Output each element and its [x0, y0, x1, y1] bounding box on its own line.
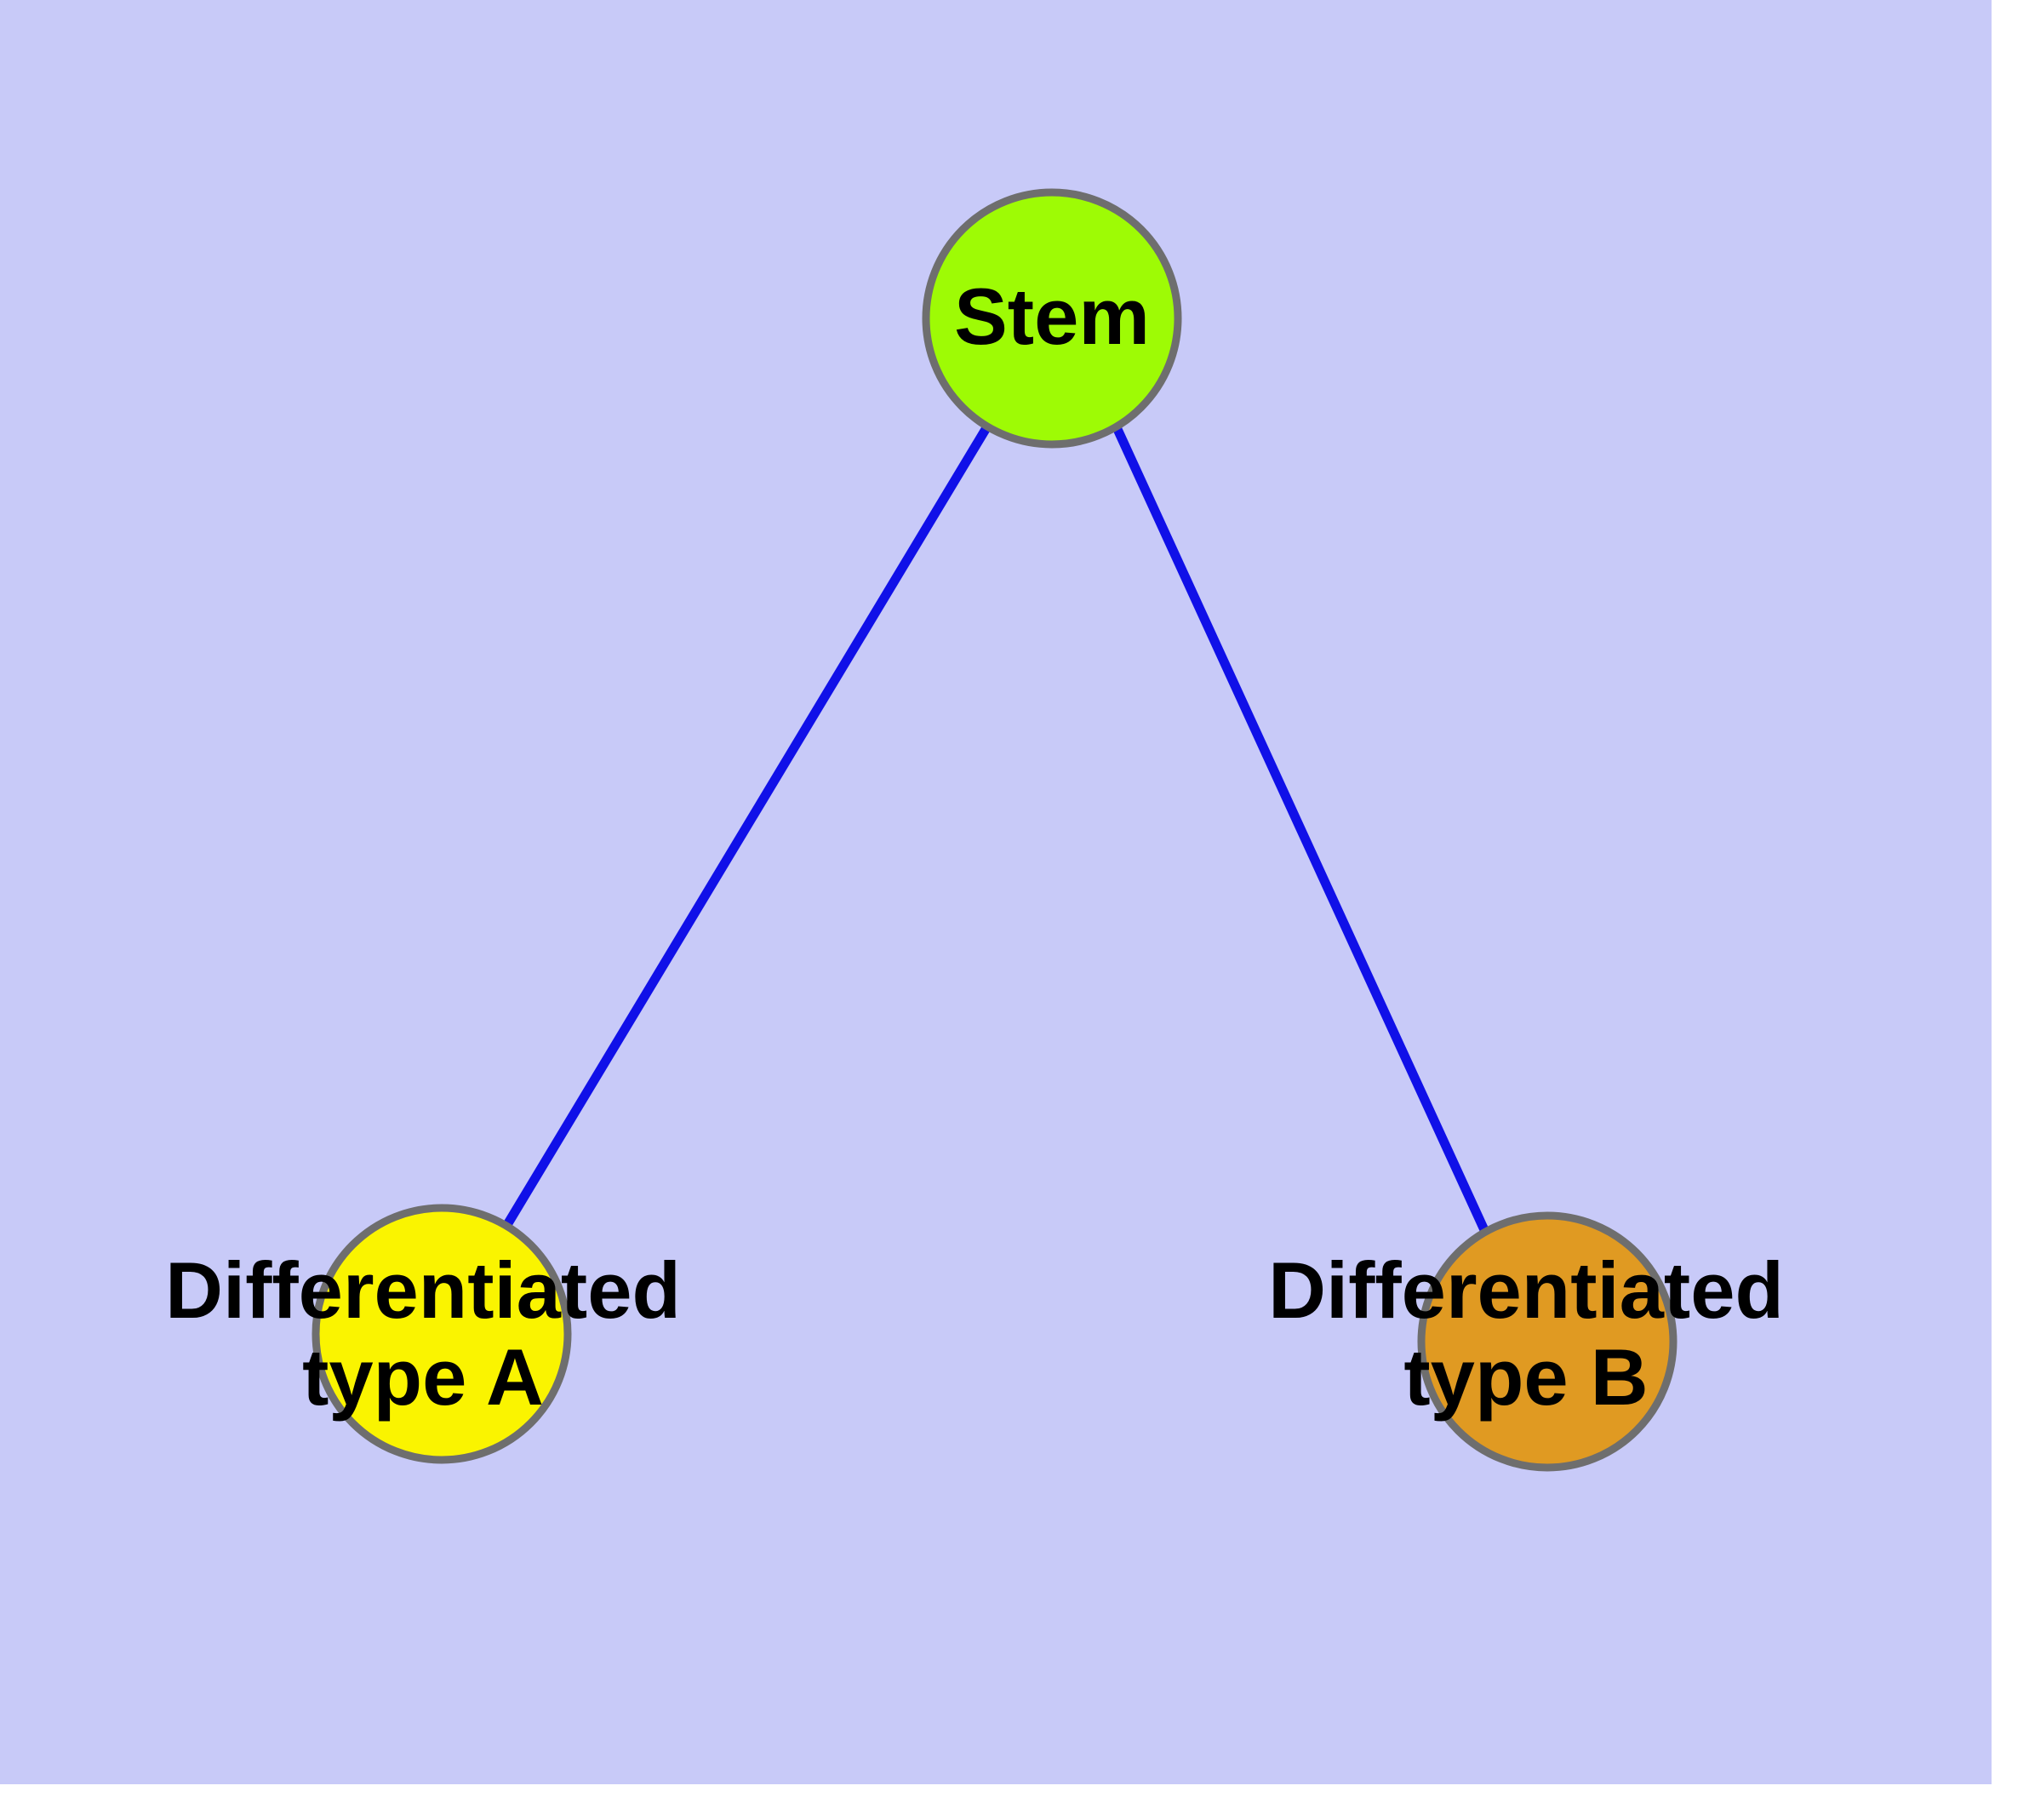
graph-node-diff-type-a[interactable]	[311, 1204, 572, 1464]
graph-edge-stem-to-b[interactable]	[1112, 425, 1490, 1234]
node-label-line: Differentiated	[1268, 1245, 1784, 1335]
node-circle-diff-type-b[interactable]	[1417, 1211, 1677, 1472]
node-label-line: Stem	[954, 272, 1150, 361]
graph-node-diff-type-b[interactable]	[1417, 1211, 1677, 1472]
node-circle-stem[interactable]	[922, 188, 1182, 449]
node-label-line: type A	[302, 1332, 544, 1422]
graph-node-stem[interactable]	[922, 188, 1182, 449]
node-label-line: Differentiated	[165, 1245, 681, 1335]
node-label-line: type B	[1403, 1332, 1648, 1422]
graph-edge-stem-to-a[interactable]	[504, 424, 992, 1226]
node-label-stem: Stem	[954, 272, 1150, 361]
edges-group	[504, 424, 1490, 1234]
node-circle-diff-type-a[interactable]	[311, 1204, 572, 1464]
